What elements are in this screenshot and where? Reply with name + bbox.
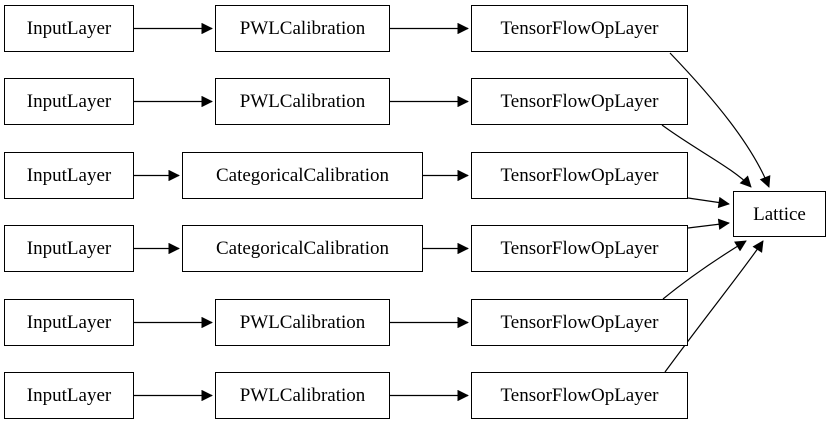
- node-pwlcalibration-row6: PWLCalibration: [215, 372, 390, 419]
- node-tensorflowoplayer-row5: TensorFlowOpLayer: [471, 299, 688, 346]
- edge-op-lattice-row3: [687, 196, 730, 209]
- edge-op-lattice-row4: [687, 218, 730, 230]
- node-pwlcalibration-row5: PWLCalibration: [215, 299, 390, 346]
- node-inputlayer-row6: InputLayer: [4, 372, 134, 419]
- edge-op-lattice-row6: [664, 240, 764, 373]
- edge-op-lattice-row1: [669, 52, 771, 188]
- node-tensorflowoplayer-row2: TensorFlowOpLayer: [471, 78, 688, 125]
- node-inputlayer-row4: InputLayer: [4, 225, 134, 272]
- node-categoricalcalibration-row4: CategoricalCalibration: [182, 225, 423, 272]
- edge-op-lattice-row2: [661, 124, 752, 188]
- node-lattice: Lattice: [733, 191, 826, 237]
- node-tensorflowoplayer-row3: TensorFlowOpLayer: [471, 152, 688, 199]
- node-tensorflowoplayer-row6: TensorFlowOpLayer: [471, 372, 688, 419]
- node-inputlayer-row3: InputLayer: [4, 152, 134, 199]
- node-pwlcalibration-row1: PWLCalibration: [215, 5, 390, 52]
- node-inputlayer-row1: InputLayer: [4, 5, 134, 52]
- node-pwlcalibration-row2: PWLCalibration: [215, 78, 390, 125]
- node-inputlayer-row5: InputLayer: [4, 299, 134, 346]
- node-categoricalcalibration-row3: CategoricalCalibration: [182, 152, 423, 199]
- node-tensorflowoplayer-row4: TensorFlowOpLayer: [471, 225, 688, 272]
- node-tensorflowoplayer-row1: TensorFlowOpLayer: [471, 5, 688, 52]
- node-inputlayer-row2: InputLayer: [4, 78, 134, 125]
- edge-op-lattice-row5: [662, 240, 747, 300]
